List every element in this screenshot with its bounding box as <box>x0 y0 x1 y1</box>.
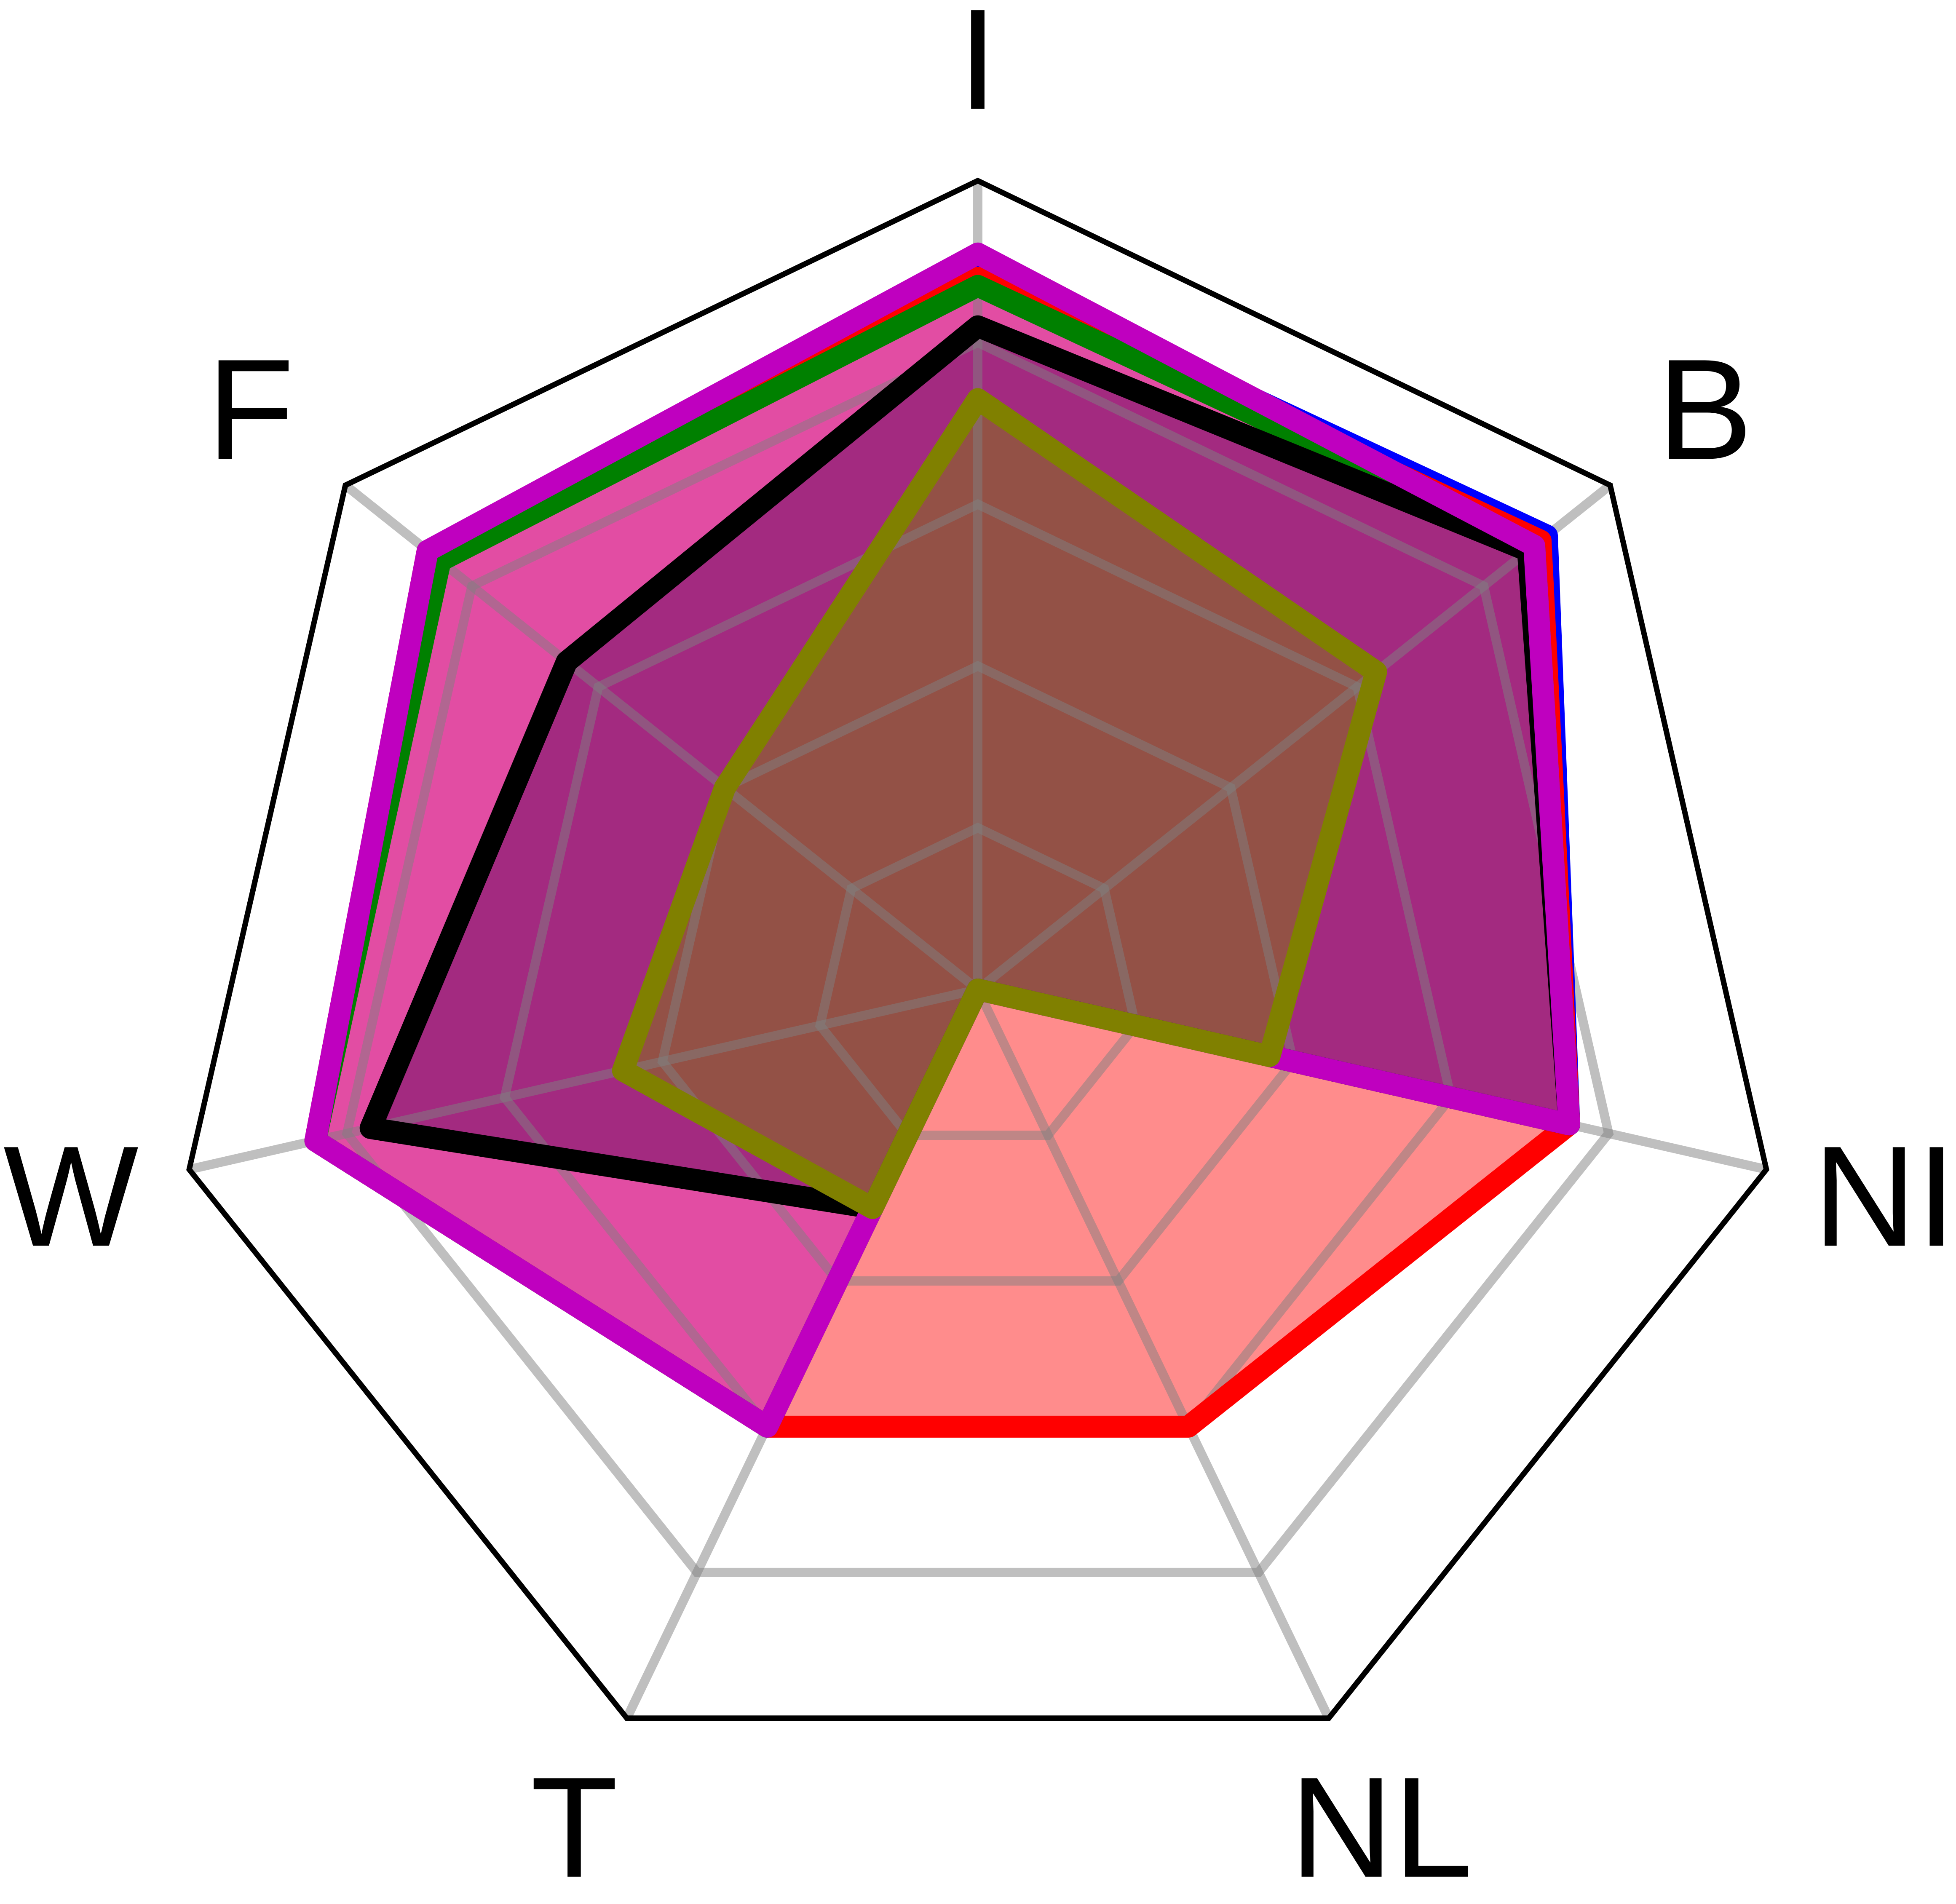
axis-labels: I B NI NL T W F <box>3 0 1956 1904</box>
series-2-area <box>315 278 1569 1427</box>
axis-label-f: F <box>207 329 294 489</box>
axis-label-i: I <box>958 0 998 139</box>
series-4-area <box>370 326 1569 1208</box>
radar-frame <box>186 177 1769 1721</box>
series-6-line <box>612 388 1387 1219</box>
spoke-nl <box>974 987 1333 1720</box>
axis-label-b: B <box>1657 329 1753 489</box>
series-lines <box>304 242 1580 1438</box>
outer-frame <box>186 177 1769 1721</box>
axis-label-ni: NI <box>1813 1116 1956 1276</box>
spoke-f <box>343 481 981 993</box>
spoke-b <box>975 481 1613 993</box>
axis-label-w: W <box>3 1116 140 1276</box>
grid-ring-4 <box>342 337 1614 1577</box>
grid-ring-1 <box>815 822 1141 1140</box>
axis-label-t: T <box>530 1747 618 1904</box>
axis-label-nl: NL <box>1290 1747 1473 1904</box>
